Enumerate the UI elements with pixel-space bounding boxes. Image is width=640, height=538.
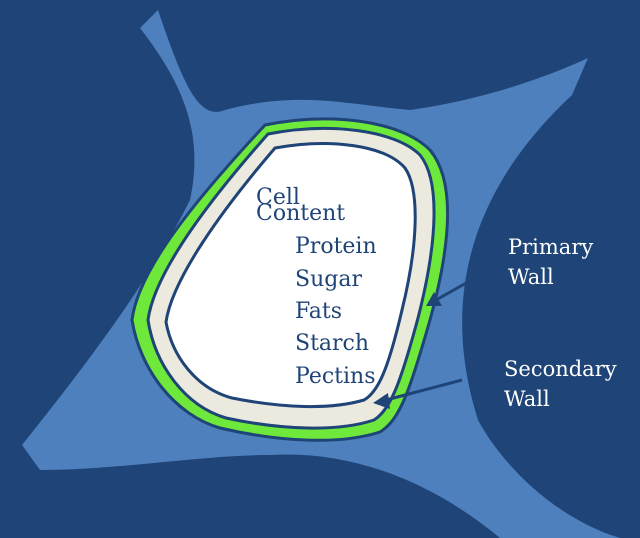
- content-item-protein: Protein: [295, 234, 377, 259]
- secondary-wall-label-line-2: Wall: [504, 384, 617, 414]
- content-item-fats: Fats: [295, 299, 342, 324]
- secondary-wall-label-line-1: Secondary: [504, 354, 617, 384]
- primary-wall-label: Primary Wall: [508, 232, 593, 292]
- cell-content-title-line-2: Content: [256, 202, 345, 226]
- content-item-sugar: Sugar: [295, 267, 362, 292]
- primary-wall-label-line-2: Wall: [508, 262, 593, 292]
- cell-content-title: Cell Content: [256, 186, 345, 226]
- primary-wall-label-line-1: Primary: [508, 232, 593, 262]
- secondary-wall-label: Secondary Wall: [504, 354, 617, 414]
- content-item-starch: Starch: [295, 331, 369, 356]
- content-item-pectins: Pectins: [295, 364, 376, 389]
